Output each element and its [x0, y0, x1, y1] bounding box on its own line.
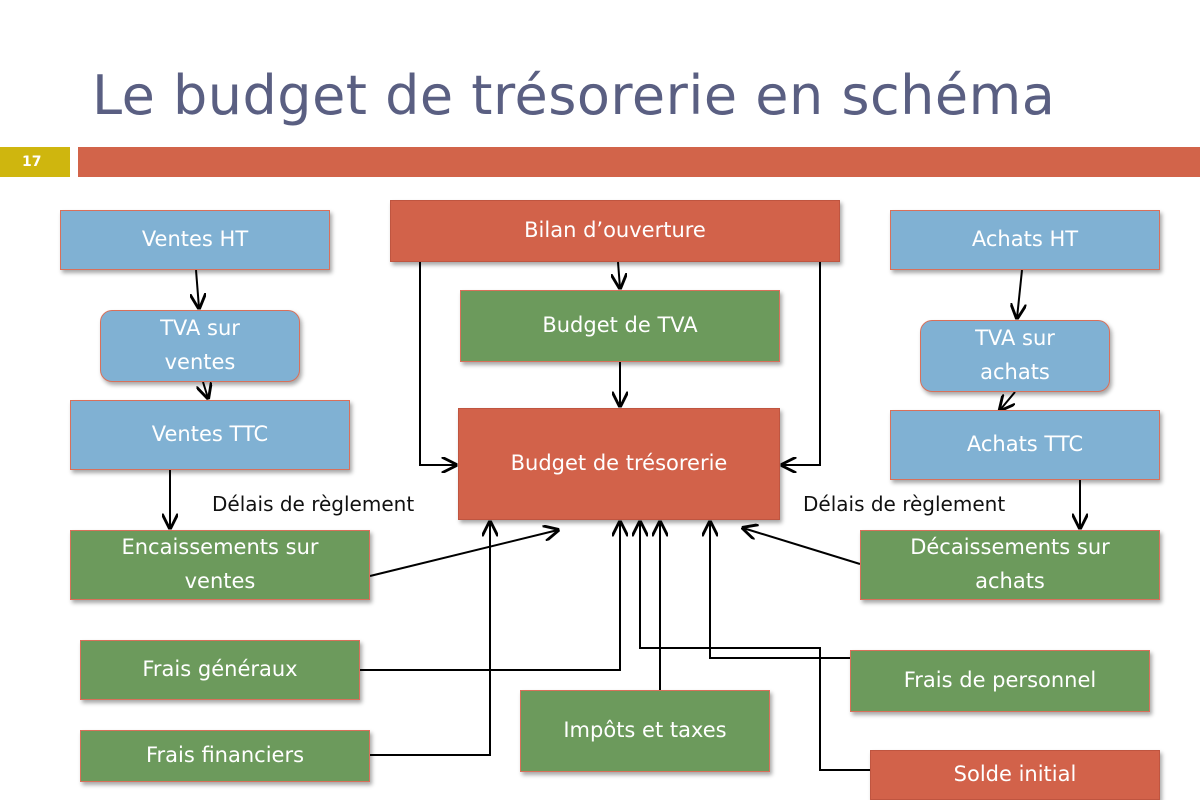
encaissements-box: Encaissements sur ventes — [70, 530, 370, 600]
tva-ventes-box: TVA sur ventes — [100, 310, 300, 382]
frais-personnel-box: Frais de personnel — [850, 650, 1150, 712]
frais-generaux-box: Frais généraux — [80, 640, 360, 700]
slide-number: 17 — [0, 147, 70, 177]
budget-tva-box: Budget de TVA — [460, 290, 780, 362]
arrow-ventes-ht-to-tva — [196, 269, 199, 308]
arrow-frais-financiers-to-budget — [370, 522, 490, 756]
ventes-ttc-box: Ventes TTC — [70, 400, 350, 470]
arrow-tva-to-ventes-ttc — [203, 381, 208, 398]
tva-achats-box: TVA sur achats — [920, 320, 1110, 392]
budget-tresorerie-box: Budget de trésorerie — [458, 408, 780, 520]
arrow-bilan-right-to-budget — [782, 262, 821, 465]
delais-reglement-right-label: Délais de règlement — [803, 492, 1006, 516]
frais-financiers-box: Frais financiers — [80, 730, 370, 782]
arrow-solde-initial-to-budget — [640, 522, 870, 771]
solde-initial-box: Solde initial — [870, 750, 1160, 800]
slide-title: Le budget de trésorerie en schéma — [92, 64, 1056, 127]
arrow-encaissements-to-budget — [369, 530, 558, 577]
arrow-bilan-to-budget-tva — [618, 261, 620, 288]
achats-ht-box: Achats HT — [890, 210, 1160, 270]
impots-taxes-box: Impôts et taxes — [520, 690, 770, 772]
arrow-decaissements-to-budget — [743, 528, 861, 565]
accent-bar — [78, 147, 1200, 177]
arrow-bilan-left-to-budget — [419, 262, 456, 465]
arrow-frais-personnel-to-budget — [710, 522, 850, 659]
bilan-ouverture-box: Bilan d’ouverture — [390, 200, 840, 262]
ventes-ht-box: Ventes HT — [60, 210, 330, 270]
decaissements-box: Décaissements sur achats — [860, 530, 1160, 600]
delais-reglement-left-label: Délais de règlement — [212, 492, 415, 516]
arrow-frais-generaux-to-budget — [360, 522, 620, 671]
arrow-tva-to-achats-ttc — [1000, 391, 1016, 410]
achats-ttc-box: Achats TTC — [890, 410, 1160, 480]
arrow-achats-ht-to-tva — [1017, 269, 1022, 318]
